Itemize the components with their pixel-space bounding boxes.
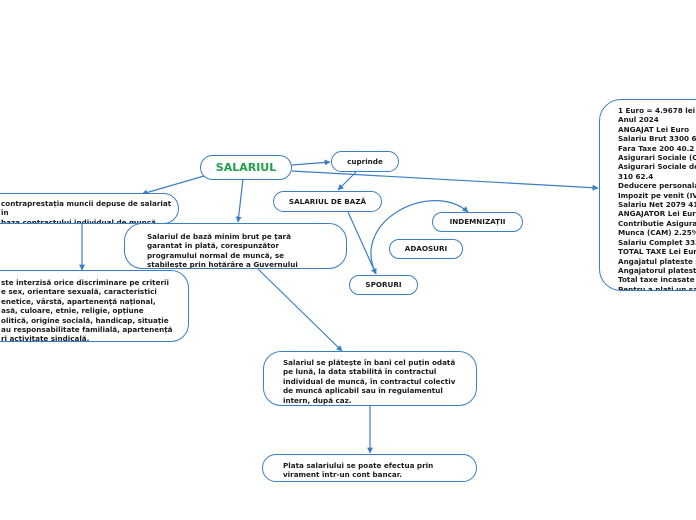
node-indemnizatii[interactable]: INDEMNIZAȚII <box>432 212 523 232</box>
edge-baza-sporuri <box>347 211 377 275</box>
node-salariul-de-baza[interactable]: SALARIUL DE BAZĂ <box>273 191 382 212</box>
edge-root-salariu-minim <box>235 178 244 223</box>
node-calcul-salariu[interactable]: 1 Euro = 4.9678 lei Anul 2024 ANGAJAT Le… <box>599 99 696 291</box>
node-cuprinde[interactable]: cuprinde <box>331 151 399 172</box>
node-contraprestatie[interactable]: contraprestația muncii depuse de salaria… <box>0 193 179 224</box>
edge-root-cuprinde <box>291 159 331 166</box>
node-plata-bani[interactable]: Salariul se plătește în bani cel puțin o… <box>263 351 477 406</box>
node-plata-cont[interactable]: Plata salariului se poate efectua prin v… <box>262 454 477 482</box>
node-adaosuri[interactable]: ADAOSURI <box>389 239 463 259</box>
edge-salariu-minim-plata <box>257 268 343 352</box>
edge-root-contraprestatie <box>141 175 205 196</box>
node-discriminare[interactable]: ste interzisă orice discriminare pe crit… <box>0 270 189 342</box>
edge-cuprinde-baza <box>337 171 357 191</box>
edge-root-calcul <box>291 170 599 191</box>
node-sporuri[interactable]: SPORURI <box>349 275 418 295</box>
root-node-salariul[interactable]: SALARIUL <box>200 155 292 180</box>
edge-sporuri-indemnizatii <box>370 200 469 275</box>
node-salariu-minim[interactable]: Salariul de bază minim brut pe țară gara… <box>124 223 347 269</box>
